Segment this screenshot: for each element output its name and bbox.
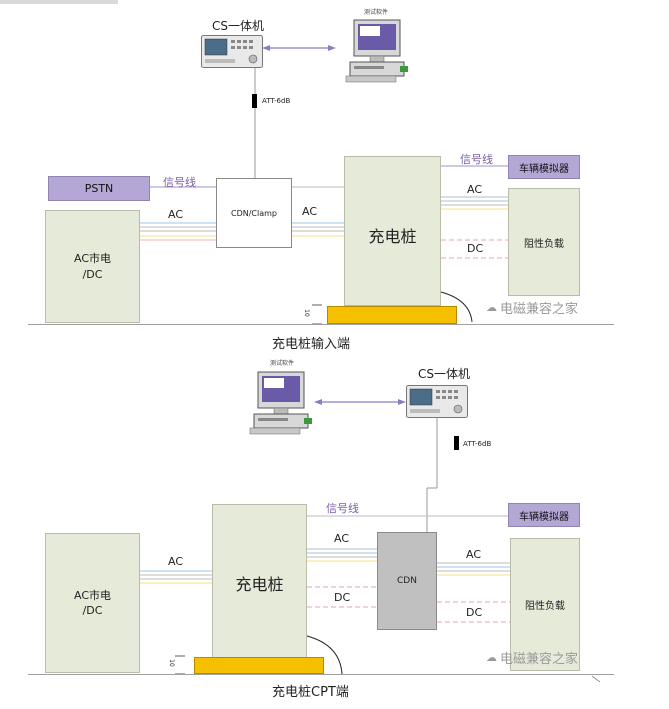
bottom-computer-icon [248,370,314,436]
bottom-ac-left-label: AC [168,555,184,568]
top-ac-mid-label: AC [302,205,318,218]
top-software-label: 测试软件 [364,9,389,16]
top-caption: 充电桩输入端 [272,337,351,352]
bottom-ground-plane [28,674,614,675]
top-cs-label: CS一体机 [212,19,264,33]
top-ac-dc-source-box: AC市电 /DC [45,210,140,323]
bottom-watermark-text: 电磁兼容之家 [500,652,579,667]
top-scroll-strip [0,0,118,4]
wechat-icon: ☁ [486,301,497,314]
bottom-dc-right-label: DC [466,606,483,619]
top-watermark: ☁ 电磁兼容之家 [486,298,578,317]
top-charger-box: 充电桩 [344,156,441,306]
bottom-charger-box: 充电桩 [212,504,307,658]
top-watermark-text: 电磁兼容之家 [500,302,579,317]
top-computer-icon [344,18,410,84]
top-insulation-base [327,306,457,324]
bottom-signal-line-label: 信号线 [326,502,359,515]
bottom-charger-label: 充电桩 [235,575,284,594]
bottom-vehicle-simulator-box: 车辆模拟器 [508,503,580,527]
top-ground-plane [28,324,614,325]
top-immunity-analyzer-icon [201,35,263,68]
top-height-mark: 10 [302,309,310,317]
bottom-ac-right-label: AC [466,548,482,561]
bottom-ac-dc-source-box: AC市电 /DC [45,533,140,673]
top-signal-line-left-label: 信号线 [163,176,196,189]
top-charger-label: 充电桩 [368,227,417,246]
top-pstn-box: PSTN [48,176,150,201]
top-ac-left-label: AC [168,208,184,221]
top-attenuator-icon [252,94,257,108]
bottom-cs-label: CS一体机 [418,367,470,381]
bottom-dc-mid-label: DC [334,591,351,604]
top-signal-line-right-label: 信号线 [460,153,493,166]
bottom-software-label: 测试软件 [270,360,295,367]
bottom-height-mark: 10 [167,659,175,667]
bottom-insulation-base [194,657,324,674]
top-att-label: ATT-6dB [262,97,291,105]
top-resistive-load-box: 阻性负载 [508,188,580,296]
top-cdn-clamp-box: CDN/Clamp [216,178,292,248]
bottom-caption: 充电桩CPT端 [272,685,349,700]
top-ac-right-label: AC [467,183,483,196]
bottom-resistive-load-box: 阻性负载 [510,538,580,671]
bottom-watermark: ☁ 电磁兼容之家 [486,648,578,667]
bottom-attenuator-icon [454,436,459,450]
bottom-immunity-analyzer-icon [406,385,468,418]
wechat-icon: ☁ [486,651,497,664]
bottom-cdn-box: CDN [377,532,437,630]
top-vehicle-simulator-box: 车辆模拟器 [508,155,580,179]
bottom-ac-mid-label: AC [334,532,350,545]
bottom-att-label: ATT-6dB [463,440,492,448]
top-dc-right-label: DC [467,242,484,255]
